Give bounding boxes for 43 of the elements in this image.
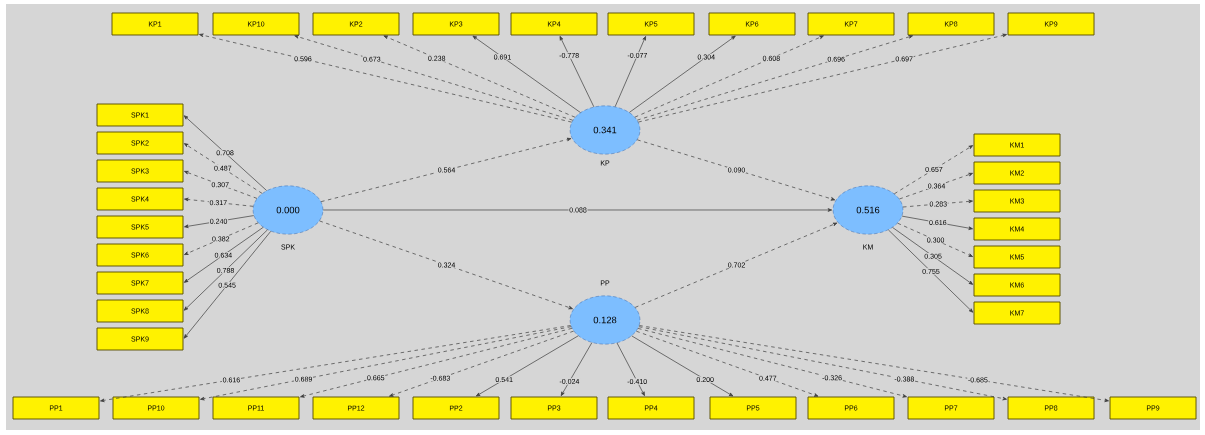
- arrow: [183, 230, 272, 339]
- arrow: [638, 326, 1007, 401]
- arrow: [199, 33, 572, 123]
- arrow: [902, 199, 973, 208]
- arrow: [472, 35, 581, 113]
- arrow: [383, 35, 576, 118]
- arrow: [184, 171, 258, 199]
- arrow: [616, 342, 645, 396]
- arrow: [635, 330, 819, 397]
- arrow: [559, 36, 595, 108]
- arrow: [636, 35, 913, 121]
- arrow: [183, 115, 267, 191]
- arrow: [389, 330, 574, 397]
- arrow: [300, 328, 573, 398]
- arrow: [897, 222, 973, 257]
- arrow: [200, 326, 572, 401]
- arrow: [294, 35, 574, 121]
- arrow: [892, 227, 974, 285]
- arrow: [319, 220, 573, 310]
- arrow: [894, 145, 974, 195]
- arrow: [636, 139, 836, 201]
- arrow: [183, 229, 268, 311]
- arrow: [320, 137, 572, 202]
- arrow: [183, 143, 263, 194]
- arrow: [631, 335, 734, 397]
- arrow: [183, 227, 264, 283]
- arrow: [637, 328, 907, 398]
- arrow: [901, 215, 973, 230]
- arrow: [629, 35, 736, 113]
- arrow: [184, 215, 255, 228]
- arrow: [639, 325, 1109, 403]
- arrow: [322, 208, 833, 212]
- arrow: [899, 172, 973, 200]
- arrow: [888, 229, 974, 313]
- arrow: [614, 36, 646, 107]
- arrow: [184, 197, 254, 207]
- arrow: [560, 342, 593, 397]
- arrow: [634, 222, 838, 308]
- arrow: [634, 35, 824, 118]
- arrow: [638, 33, 1007, 123]
- arrow: [184, 222, 259, 255]
- arrow: [475, 335, 579, 397]
- arrow: [100, 325, 572, 403]
